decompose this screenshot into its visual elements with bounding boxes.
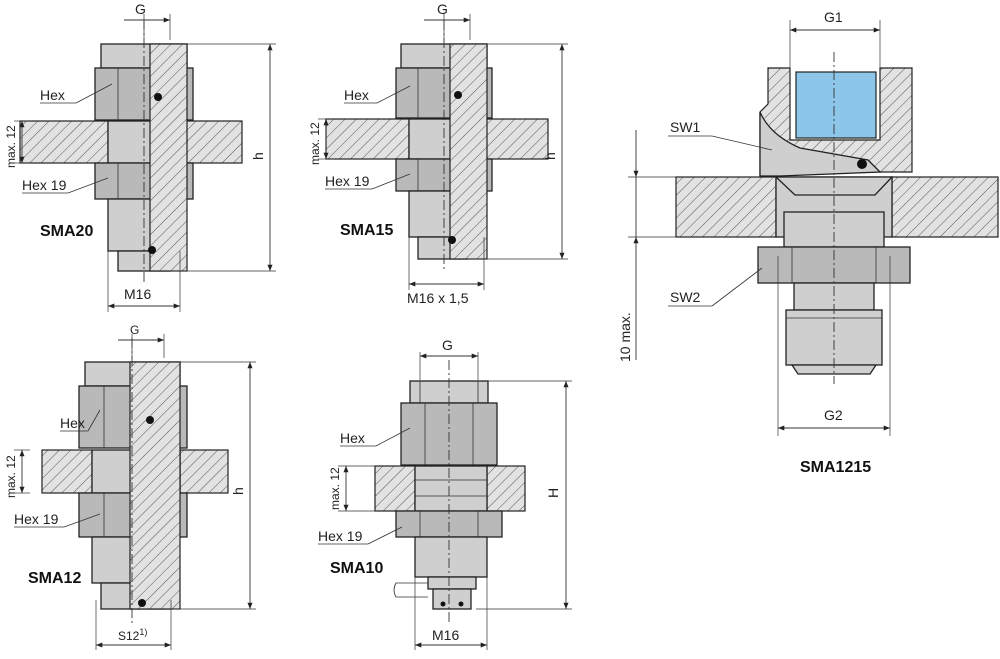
sma12-hex-label: Hex bbox=[60, 415, 85, 431]
sma20-dim-h: h bbox=[170, 43, 276, 272]
sma10-wall bbox=[374, 465, 526, 512]
sma10-H-label: H bbox=[545, 488, 561, 498]
sma12-dim-g: G bbox=[118, 323, 165, 358]
sma10-hex-label: Hex bbox=[340, 430, 365, 446]
figure-sma1215: G1 10 max. G2 SW1 SW2 SMA1215 bbox=[617, 9, 999, 476]
sma15-hex19-label: Hex 19 bbox=[325, 173, 370, 189]
sma20-max12-label: max. 12 bbox=[4, 125, 18, 168]
sma1215-title: SMA1215 bbox=[800, 459, 871, 476]
sma20-g-label: G bbox=[135, 1, 146, 17]
figure-sma12: G h max. 12 S121) Hex Hex 19 S bbox=[4, 323, 256, 650]
sma12-h-label: h bbox=[230, 487, 246, 495]
sma15-wall bbox=[325, 118, 549, 160]
sma10-leaders: Hex Hex 19 bbox=[318, 427, 411, 545]
sma12-leaders: Hex Hex 19 bbox=[14, 409, 101, 528]
sma12-s12-label: S121) bbox=[118, 627, 147, 643]
sma10-dim-g: G bbox=[419, 337, 479, 380]
sma10-g-label: G bbox=[442, 337, 453, 353]
sma1215-connector-housing bbox=[759, 67, 913, 177]
sma1215-dim-max10: 10 max. bbox=[617, 130, 676, 362]
sma20-leaders: Hex Hex 19 bbox=[22, 83, 113, 194]
sma12-hex19-label: Hex 19 bbox=[14, 511, 59, 527]
sma20-m16-label: M16 bbox=[124, 286, 151, 302]
sma20-dim-max12: max. 12 bbox=[4, 120, 30, 168]
sma12-body bbox=[78, 361, 188, 610]
sma1215-dim-g1: G1 bbox=[789, 9, 881, 68]
sma12-dim-max12: max. 12 bbox=[4, 449, 30, 498]
sma10-max12-label: max. 12 bbox=[328, 467, 342, 510]
sma10-hex19-label: Hex 19 bbox=[318, 528, 363, 544]
sma1215-wall bbox=[675, 176, 999, 238]
sma15-g-label: G bbox=[437, 1, 448, 17]
sma10-dim-max12: max. 12 bbox=[328, 465, 375, 512]
sma20-dim-m16: M16 bbox=[107, 251, 181, 312]
sma12-title: SMA12 bbox=[28, 570, 81, 587]
figure-sma20: G h max. 12 M16 Hex Hex 19 SMA bbox=[4, 1, 276, 312]
sma15-title: SMA15 bbox=[340, 222, 393, 239]
sma10-title: SMA10 bbox=[330, 560, 383, 577]
sma15-dim-max12: max. 12 bbox=[308, 118, 334, 165]
sma15-hex-label: Hex bbox=[344, 87, 369, 103]
sma12-dim-h: h bbox=[171, 361, 256, 610]
sma15-dim-h: h bbox=[468, 43, 568, 260]
sma15-max12-label: max. 12 bbox=[308, 122, 322, 165]
sma20-title: SMA20 bbox=[40, 223, 93, 240]
sma12-g-label: G bbox=[130, 323, 139, 337]
sma1215-socket bbox=[795, 71, 877, 139]
sma15-dim-g: G bbox=[424, 1, 471, 40]
sma12-max12-label: max. 12 bbox=[4, 455, 18, 498]
sma15-m16x15-label: M16 x 1,5 bbox=[407, 290, 469, 306]
sma1215-leaders: SW1 SW2 bbox=[668, 119, 773, 307]
sma1215-dim-g2: G2 bbox=[777, 256, 891, 436]
sma20-h-label: h bbox=[250, 152, 266, 160]
sma1215-g2-label: G2 bbox=[824, 407, 843, 423]
sma20-hex19-label: Hex 19 bbox=[22, 177, 67, 193]
sma1215-sw1-label: SW1 bbox=[670, 119, 701, 135]
sma10-dim-m16: M16 bbox=[414, 577, 488, 650]
sma15-h-label: h bbox=[542, 152, 558, 160]
sma12-dim-s12: S121) bbox=[95, 600, 172, 650]
sma20-dim-g: G bbox=[124, 1, 171, 40]
sma15-dim-m16x15: M16 x 1,5 bbox=[407, 237, 485, 306]
sma10-dim-H: H bbox=[476, 380, 572, 610]
sma20-hex-label: Hex bbox=[40, 87, 65, 103]
sma15-leaders: Hex Hex 19 bbox=[325, 85, 411, 190]
sma10-m16-label: M16 bbox=[432, 627, 459, 643]
figure-sma10: G H max. 12 M16 Hex Hex 19 SMA bbox=[318, 337, 572, 650]
sma20-wall bbox=[19, 120, 243, 164]
sma1215-g1-label: G1 bbox=[824, 9, 843, 25]
sma1215-sw2-label: SW2 bbox=[670, 289, 701, 305]
figure-sma15: G h max. 12 M16 x 1,5 Hex Hex 19 bbox=[308, 1, 568, 306]
sma1215-max10-label: 10 max. bbox=[617, 312, 633, 362]
